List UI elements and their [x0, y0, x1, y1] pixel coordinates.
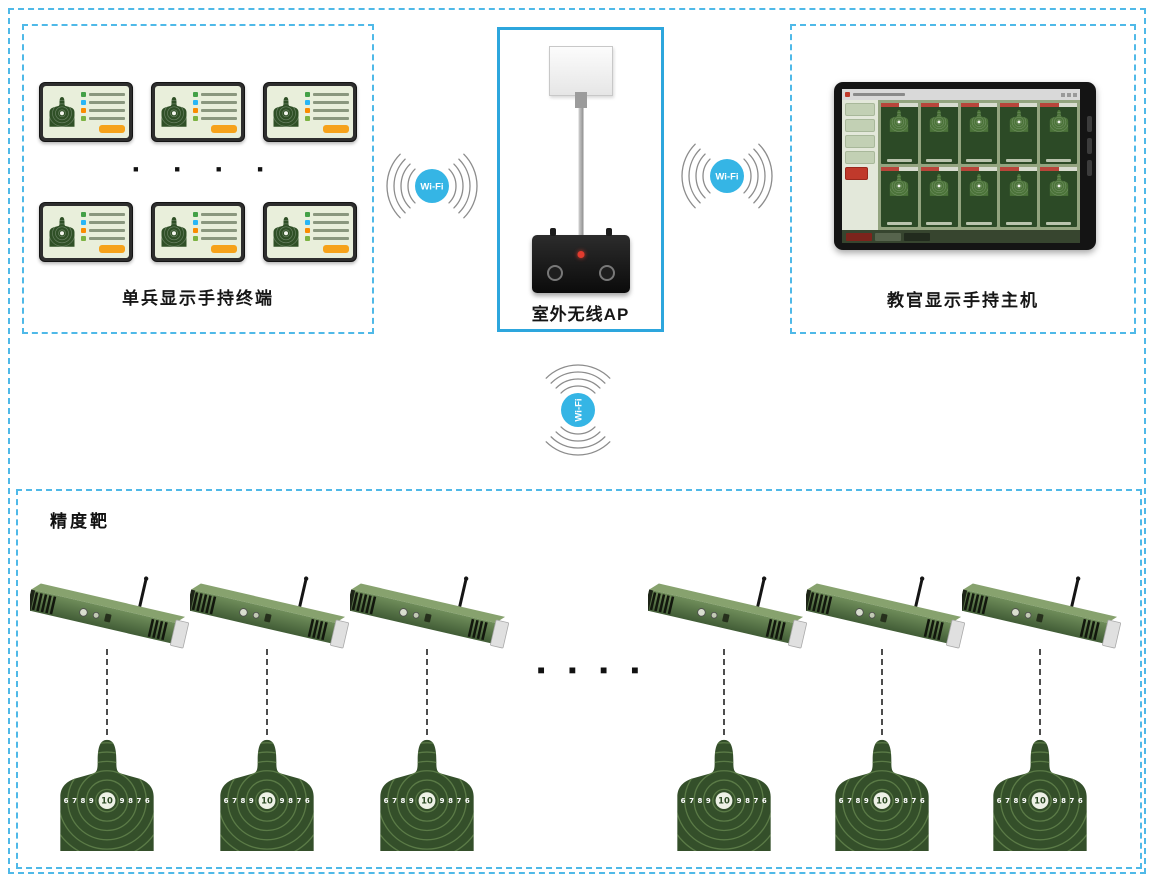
chest-target [668, 737, 780, 853]
ap-bracket [574, 92, 587, 108]
target-sensor-bar [648, 553, 816, 649]
tablet-side-button [1087, 116, 1092, 132]
instructor-label: 教官显示手持主机 [887, 291, 1039, 310]
tablet-side-button [1087, 138, 1092, 154]
mini-target-icon [271, 210, 301, 254]
tablet-side-button [1087, 160, 1092, 176]
ap-connector-knob [605, 228, 612, 236]
terminal-button [211, 244, 237, 253]
terminal-info-rows [81, 211, 125, 253]
terminals-label: 单兵显示手持终端 [122, 289, 274, 308]
precision-targets-group: 精度靶 ■■■■ [16, 489, 1142, 869]
target-card [1040, 166, 1077, 227]
ap-port [598, 265, 615, 281]
ap-base-unit [531, 228, 630, 293]
tablet-screen [842, 89, 1080, 243]
handheld-terminal [263, 202, 357, 262]
terminals-group: ■■■■ [22, 24, 374, 334]
connector-line [881, 649, 883, 735]
terminal-info-rows [193, 211, 237, 253]
target-card [960, 166, 998, 227]
connector-line [106, 649, 108, 735]
mini-target-icon [47, 90, 77, 134]
target-card [1000, 166, 1038, 227]
terminal-row-1 [24, 82, 372, 142]
connector-line [266, 649, 268, 735]
terminal-screen [267, 86, 353, 138]
terminal-button [99, 244, 125, 253]
ap-group: 室外无线AP [497, 27, 664, 332]
wifi-link-left [386, 153, 478, 219]
app-sidebar [842, 100, 878, 230]
target-card [881, 103, 918, 164]
chest-target [826, 737, 938, 853]
handheld-terminal [263, 82, 357, 142]
handheld-terminal [39, 202, 133, 262]
app-main [842, 100, 1080, 230]
target-card [1000, 103, 1038, 164]
terminal-screen [155, 206, 241, 258]
wifi-link-right [681, 143, 773, 209]
terminal-button [323, 244, 349, 253]
ap-label: 室外无线AP [531, 305, 630, 324]
ap-port [546, 265, 563, 281]
instructor-group: 教官显示手持主机 [790, 24, 1136, 334]
handheld-terminal [151, 202, 245, 262]
mini-target-icon [159, 90, 189, 134]
mini-target-icon [47, 210, 77, 254]
terminal-button [323, 124, 349, 133]
target-sensor-bar [350, 553, 518, 649]
target-card [960, 103, 998, 164]
precision-target-label: 精度靶 [50, 512, 110, 531]
ap-antenna-panel [548, 46, 613, 96]
mini-target-icon [159, 210, 189, 254]
app-bottom-bar [842, 230, 1080, 243]
connector-line [1039, 649, 1041, 735]
target-card [920, 103, 958, 164]
terminal-screen [43, 206, 129, 258]
target-card-grid [878, 100, 1080, 230]
ap-led [577, 251, 584, 258]
terminal-info-rows [305, 91, 349, 133]
terminal-screen [155, 86, 241, 138]
target-sensor-bar [30, 553, 198, 649]
chest-target [371, 737, 483, 853]
more-targets-ellipsis: ■■■■ [438, 663, 738, 677]
instructor-tablet [834, 82, 1096, 250]
terminal-screen [267, 206, 353, 258]
chest-target [984, 737, 1096, 853]
target-card [920, 166, 958, 227]
terminal-button [211, 124, 237, 133]
ellipsis-squares: ■■■■ [133, 164, 299, 174]
terminal-button [99, 124, 125, 133]
wifi-link-down [545, 364, 611, 456]
handheld-terminal [39, 82, 133, 142]
terminal-screen [43, 86, 129, 138]
target-sensor-bar [806, 553, 974, 649]
target-sensor-bar [190, 553, 358, 649]
handheld-terminal [151, 82, 245, 142]
app-titlebar [842, 89, 1080, 100]
target-card [881, 166, 918, 227]
connector-line [426, 649, 428, 735]
terminal-info-rows [305, 211, 349, 253]
ap-connector-knob [549, 228, 556, 236]
ap-pole [578, 60, 583, 248]
chest-target [51, 737, 163, 853]
more-terminals-ellipsis: ■■■■ [24, 164, 372, 174]
terminal-info-rows [193, 91, 237, 133]
target-sensor-bar [962, 553, 1130, 649]
mini-target-icon [271, 90, 301, 134]
target-card [1040, 103, 1077, 164]
ellipsis-squares: ■■■■ [537, 663, 663, 677]
terminal-info-rows [81, 91, 125, 133]
connector-line [723, 649, 725, 735]
chest-target [211, 737, 323, 853]
terminal-row-2 [24, 202, 372, 262]
